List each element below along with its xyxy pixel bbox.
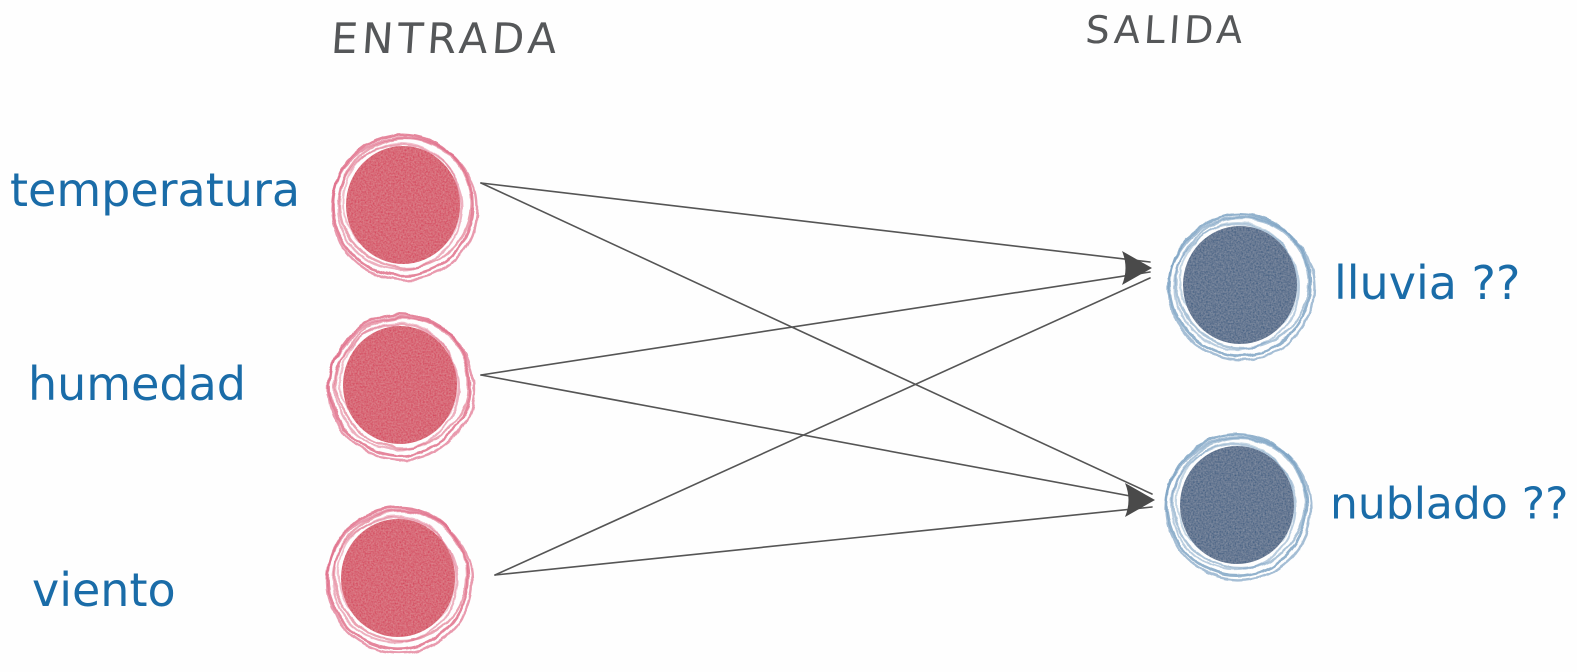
output-nodes-group [1164, 213, 1316, 582]
output-node-label-lluvia: lluvia ?? [1334, 256, 1521, 310]
node-core-viento [341, 519, 455, 637]
edge-temperatura-nublado [480, 182, 1153, 495]
node-ring-nublado [1164, 432, 1313, 582]
edge-viento-nublado [494, 506, 1153, 576]
node-core-nublado [1180, 446, 1294, 564]
edge-humedad-nublado [480, 374, 1153, 501]
edge-temperatura-lluvia [480, 182, 1151, 263]
node-core-temperatura [346, 146, 460, 264]
edge-viento-lluvia [494, 277, 1151, 576]
edge-humedad-lluvia [480, 271, 1151, 376]
node-ring-humedad [327, 312, 476, 462]
node-core-humedad [343, 326, 457, 444]
node-temperatura[interactable] [330, 133, 479, 282]
node-lluvia[interactable] [1167, 213, 1316, 362]
input-node-label-temperatura: temperatura [10, 163, 301, 217]
arrowheads-group [1122, 251, 1155, 517]
arrowhead-icon-lluvia [1122, 251, 1152, 285]
arrowhead-icon-nublado [1125, 483, 1155, 517]
node-viento[interactable] [325, 505, 474, 655]
node-core-lluvia [1183, 226, 1297, 344]
input-node-label-humedad: humedad [28, 357, 247, 411]
edges-group [480, 182, 1153, 576]
input-nodes-group [325, 133, 479, 655]
input-node-label-viento: viento [32, 563, 176, 617]
output-node-label-nublado: nublado ?? [1330, 478, 1569, 530]
node-ring-lluvia [1167, 213, 1316, 362]
node-humedad[interactable] [327, 312, 476, 462]
node-ring-viento [325, 505, 474, 655]
node-nublado[interactable] [1164, 432, 1313, 582]
